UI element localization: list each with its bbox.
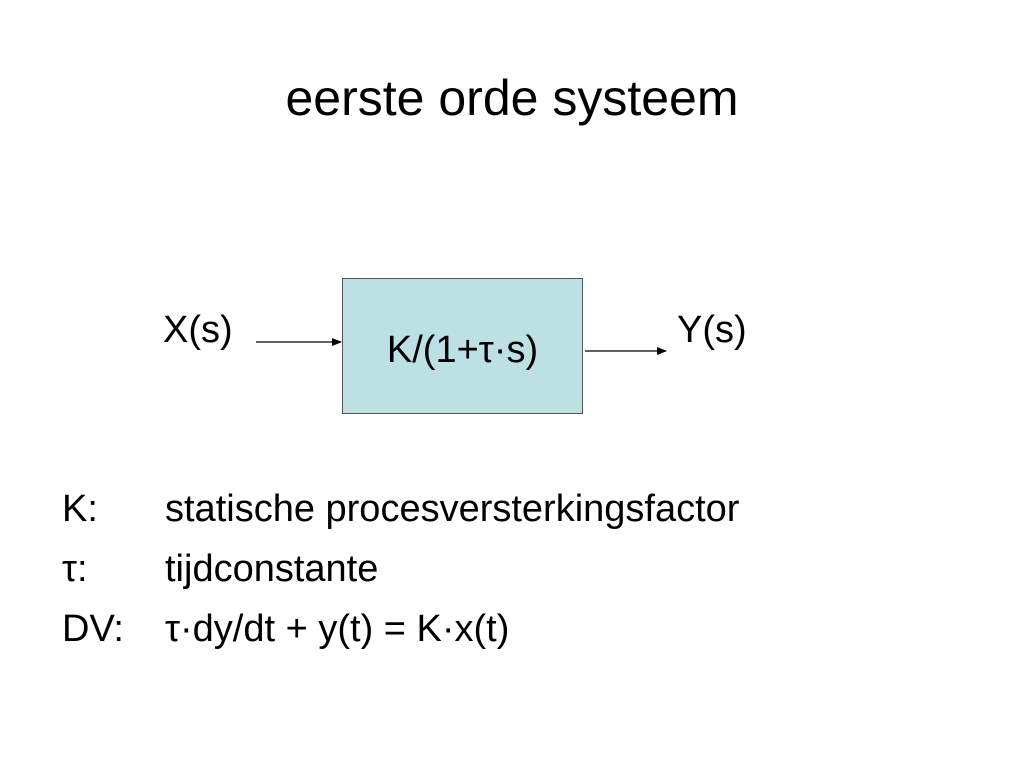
definition-text: statische procesversterkingsfactor bbox=[165, 488, 740, 530]
output-signal-label: Y(s) bbox=[677, 309, 747, 351]
definition-symbol: DV: bbox=[62, 608, 124, 650]
definition-text: tijdconstante bbox=[165, 548, 379, 590]
input-signal-label: X(s) bbox=[163, 309, 233, 351]
definition-symbol: K: bbox=[62, 488, 98, 530]
transfer-function-block: K/(1+τ·s) bbox=[342, 278, 583, 414]
transfer-function-label: K/(1+τ·s) bbox=[386, 329, 539, 371]
definition-text: τ·dy/dt + y(t) = K·x(t) bbox=[165, 608, 510, 650]
definition-symbol: τ: bbox=[62, 548, 88, 590]
slide-title: eerste orde systeem bbox=[285, 70, 739, 126]
